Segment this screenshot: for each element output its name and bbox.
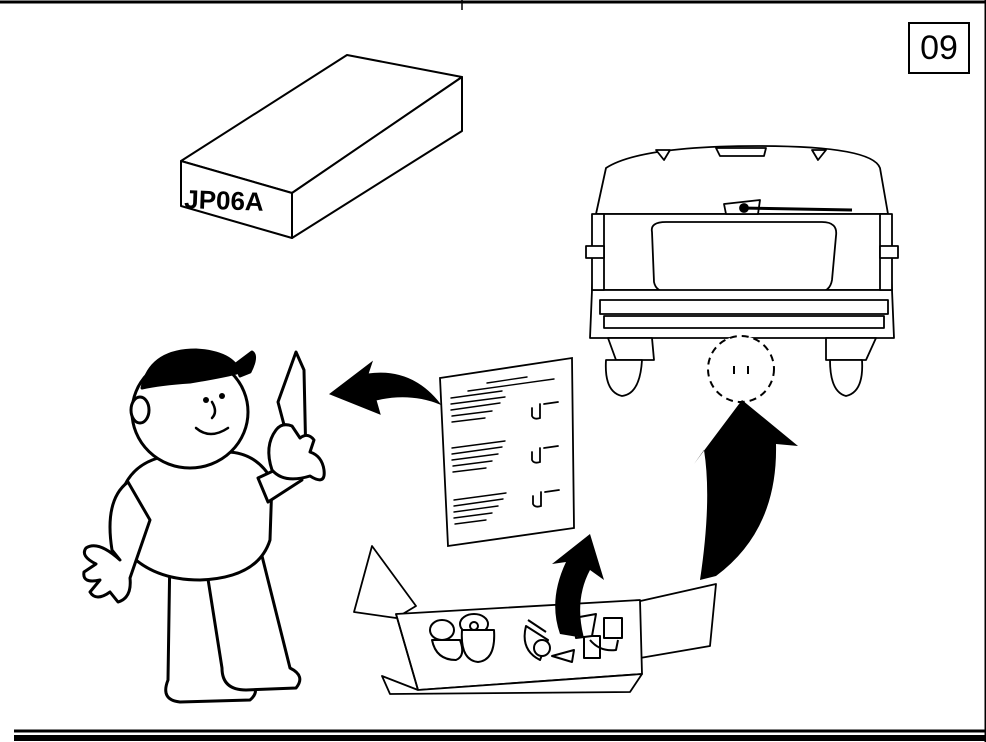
mechanic-icon [84,350,324,702]
curved-arrow-icon [330,362,440,414]
kit-box-label: JP06A [184,184,265,217]
tow-point-icon [708,336,774,402]
instruction-sheet-icon [440,358,574,546]
curved-arrow-icon [694,400,798,580]
kit-box-icon: JP06A [181,55,462,238]
step-number-badge: 09 [908,22,970,74]
open-box-icon [354,546,716,694]
